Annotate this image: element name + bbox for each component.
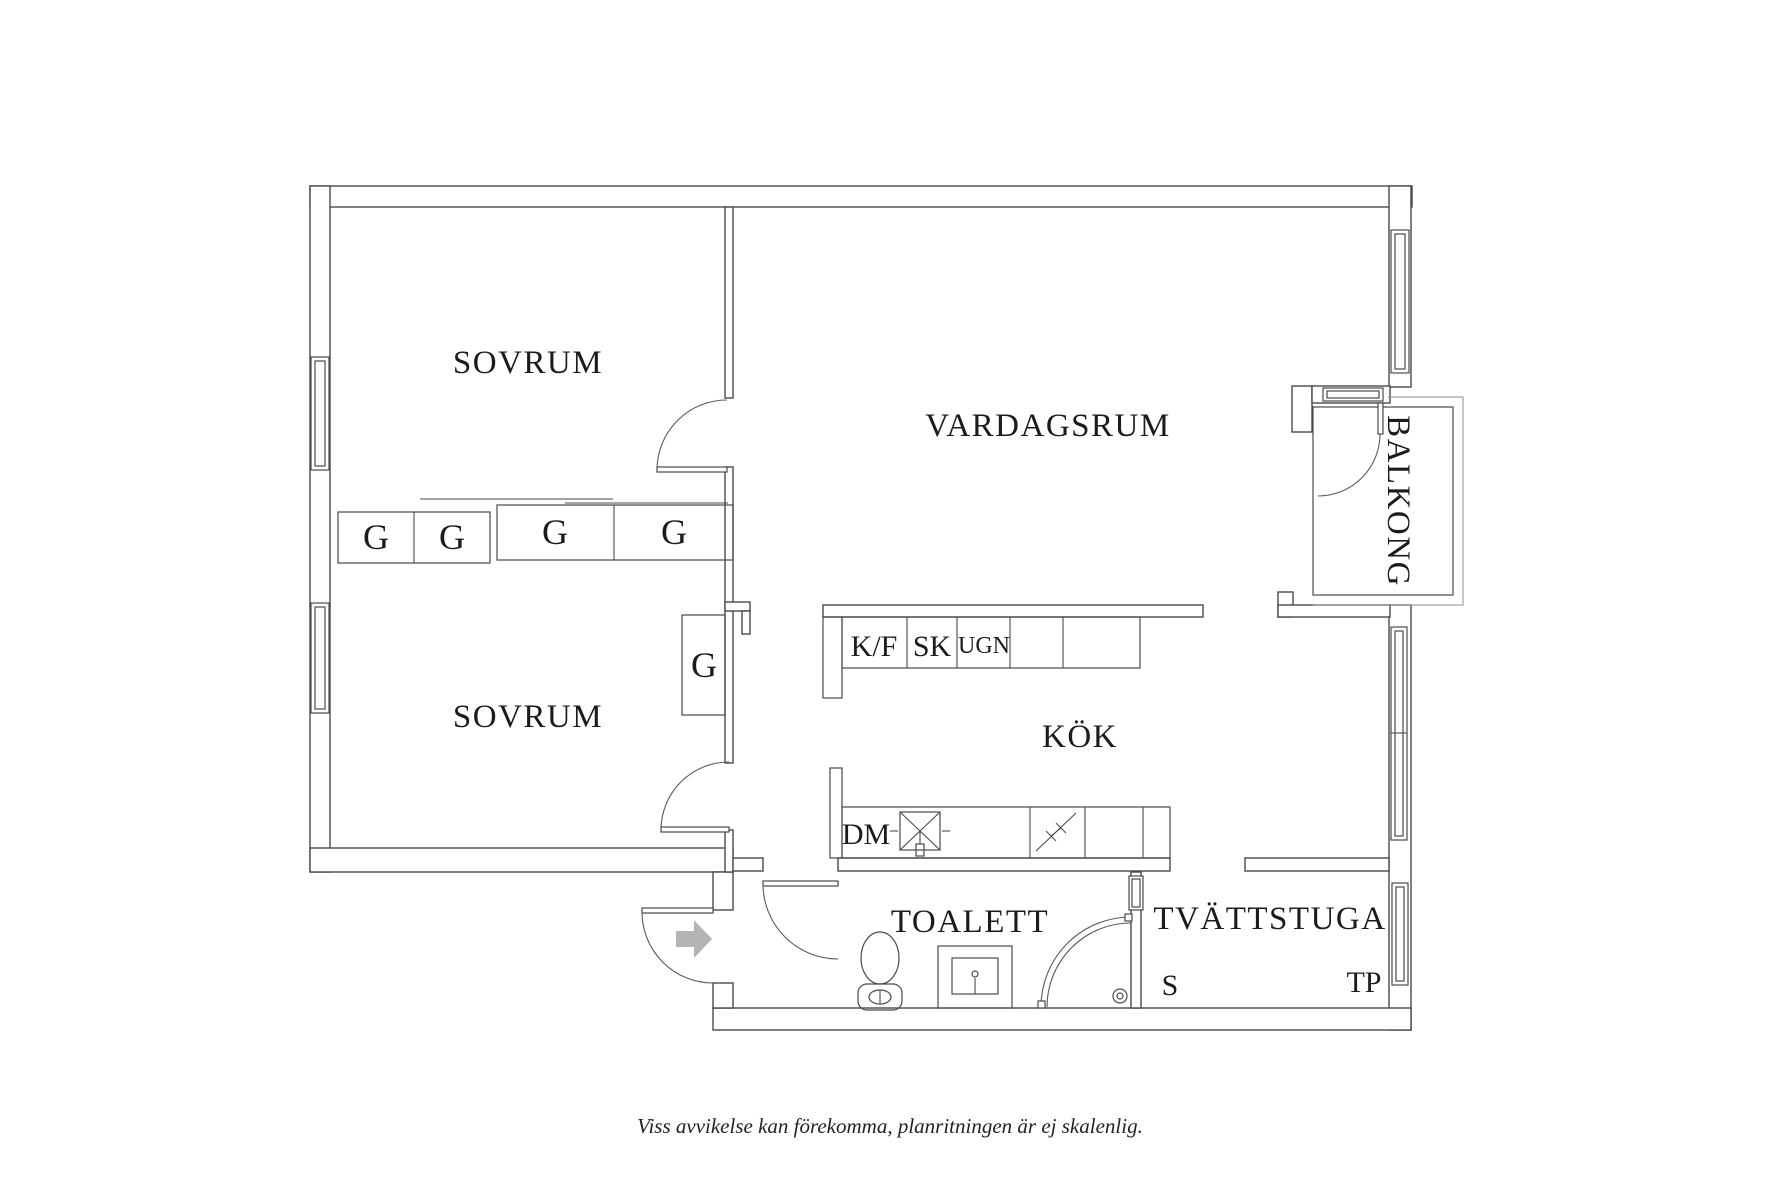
door-leaf — [656, 466, 728, 473]
room-label-balcony: BALKONG — [1380, 415, 1416, 587]
door-swing-arc — [762, 883, 839, 960]
wall-bedroom2-south — [309, 847, 734, 873]
window-icon — [1322, 387, 1384, 402]
door-swing-arc — [660, 761, 730, 831]
toilet-fixture-icon — [857, 931, 903, 1011]
wall-top — [309, 185, 1413, 208]
washbasin-icon — [937, 945, 1013, 1009]
counter-lower-boxes — [841, 806, 1171, 859]
wall-spine-middle — [724, 466, 734, 764]
window-icon — [1390, 229, 1410, 374]
closet-label: G — [661, 512, 687, 552]
appliance-label-dishwasher: DM — [842, 818, 890, 851]
room-labels: SOVRUM SOVRUM VARDAGSRUM KÖK TOALETT TVÄ… — [453, 345, 1416, 940]
appliance-label-cabinet: SK — [913, 630, 952, 663]
door-swing-arc — [1317, 433, 1381, 497]
closet-label: G — [439, 517, 465, 557]
room-label-kitchen: KÖK — [1042, 719, 1118, 755]
appliance-label-tp: TP — [1346, 966, 1381, 999]
door-balcony — [1317, 402, 1384, 497]
counter-upper-endcap — [822, 616, 843, 699]
door-bedroom2 — [660, 761, 730, 833]
wall-balcony-jamb — [1291, 385, 1313, 433]
stove-icon — [1035, 812, 1077, 852]
door-entry — [641, 907, 714, 984]
closet-label: G — [691, 645, 717, 685]
wall-entry-lower — [712, 982, 734, 1009]
closet-label: G — [542, 512, 568, 552]
room-label-bedroom2: SOVRUM — [453, 699, 603, 735]
wall-toilet-north-a — [732, 857, 764, 872]
counter-lower-endcap — [829, 767, 843, 859]
room-label-laundry: TVÄTTSTUGA — [1153, 901, 1386, 937]
wall-livingroom-south-east — [1277, 604, 1391, 618]
closet-label: G — [363, 517, 389, 557]
shower-enclosure-icon — [1037, 913, 1133, 1009]
wall-bottom — [712, 1007, 1412, 1031]
wall-spine-upper — [724, 206, 734, 399]
appliance-label-oven: UGN — [958, 633, 1010, 659]
interior-walls — [724, 206, 1391, 1009]
room-label-living-room: VARDAGSRUM — [925, 408, 1170, 444]
closets — [337, 498, 734, 716]
door-leaf — [641, 907, 714, 914]
window-icon — [310, 602, 330, 714]
wall-left — [309, 185, 331, 873]
door-swing-arc — [641, 911, 714, 984]
kitchen-counter-back — [822, 604, 1204, 618]
kitchen-counters — [822, 616, 1171, 859]
wall-kitchen-west-stub2 — [741, 610, 751, 635]
closet-block-right — [496, 504, 734, 561]
window-icon — [1391, 882, 1409, 986]
sink-icon — [890, 811, 950, 857]
caption: Viss avvikelse kan förekomma, planritnin… — [637, 1114, 1143, 1138]
doors — [641, 399, 1384, 984]
door-leaf — [762, 880, 839, 887]
window-icon — [1128, 875, 1144, 911]
room-label-bedroom1: SOVRUM — [453, 345, 603, 381]
wall-kitchen-west-stub — [724, 601, 751, 612]
entrance-arrow-icon — [676, 920, 712, 958]
wall-spine-lower — [724, 829, 734, 873]
door-leaf — [660, 826, 730, 833]
closet-hall — [681, 614, 726, 716]
wall-laundry-north — [1244, 857, 1390, 872]
wall-toilet-laundry-divider — [1130, 871, 1142, 1009]
wall-toilet-north-b — [837, 857, 1171, 872]
wall-entry-upper — [712, 871, 734, 911]
counter-upper-boxes — [841, 616, 1141, 669]
door-swing-arc — [656, 399, 728, 471]
appliance-labels: K/F SK UGN DM S TP — [842, 630, 1382, 1002]
closet-labels: G G G G G — [363, 512, 717, 685]
windows — [310, 229, 1410, 986]
room-label-toilet: TOALETT — [891, 904, 1049, 940]
appliance-label-fridge: K/F — [851, 630, 898, 663]
appliance-label-s: S — [1162, 969, 1179, 1002]
door-bedroom1 — [656, 399, 728, 473]
window-icon — [310, 356, 330, 471]
balcony-railing — [1313, 396, 1464, 606]
door-toilet — [762, 880, 839, 960]
window-icon — [1390, 626, 1408, 841]
